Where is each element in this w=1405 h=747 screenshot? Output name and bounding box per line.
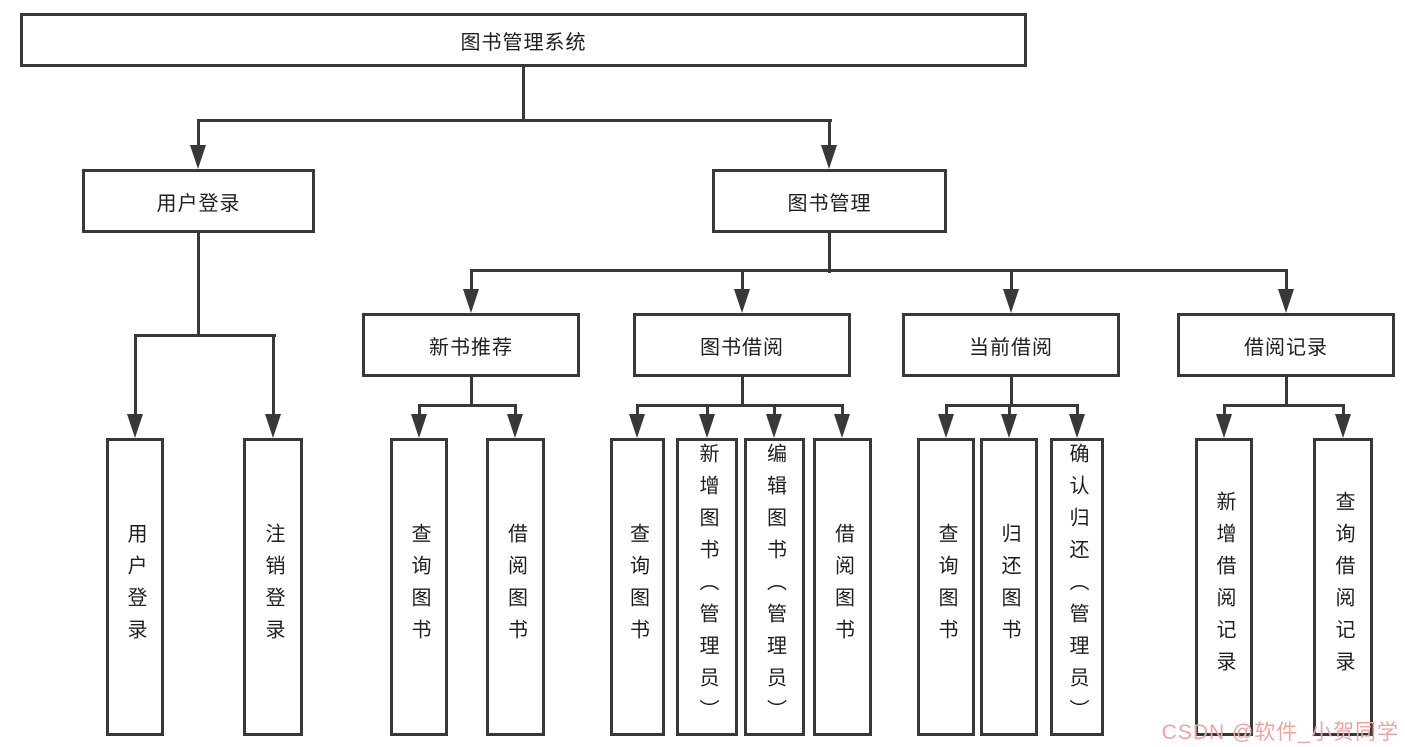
connector-borrow-stem [741,377,744,407]
arrowhead-down-icon [1001,414,1017,438]
connector-level2-rail [197,119,832,122]
connector-current-rail [945,404,1079,407]
leaf-newbook-query: 查询图书 [390,438,448,736]
connector-level3-rail [470,269,1288,272]
leaf-user-login: 用户登录 [106,438,164,736]
connector-drop-book-management [828,119,831,149]
connector-drop-leaf [514,404,517,418]
node-current-borrow-label: 当前借阅 [969,336,1053,359]
node-current-borrow: 当前借阅 [902,313,1120,377]
connector-drop-leaf [1223,404,1226,418]
leaf-borrow-edit-label: 编辑图书（管理员） [763,443,786,731]
node-book-management-label: 图书管理 [787,192,872,215]
arrowhead-down-icon [629,414,645,438]
csdn-watermark: CSDN @软件_小贺同学 [1161,721,1399,744]
arrowhead-down-icon [834,414,850,438]
leaf-newbook-query-label: 查询图书 [408,523,430,651]
connector-drop-records [1285,269,1288,297]
connector-drop-leaf [1076,404,1079,418]
arrowhead-down-icon [507,414,523,438]
node-new-book-rec-label: 新书推荐 [429,336,513,359]
connector-user-login-stem [197,233,200,335]
connector-drop-new-book [470,269,473,297]
leaf-borrow-query-label: 查询图书 [626,523,649,651]
leaf-borrow-borrow-label: 借阅图书 [831,523,854,651]
connector-book-management-stem [828,233,831,273]
arrowhead-down-icon [1216,414,1232,438]
arrowhead-down-icon [127,414,143,438]
arrowhead-down-icon [734,289,750,313]
connector-current-stem [1010,377,1013,407]
node-book-borrow: 图书借阅 [633,313,851,377]
leaf-current-confirm: 确认归还（管理员） [1050,438,1104,736]
connector-records-stem [1285,377,1288,407]
connector-new-book-stem [470,377,473,407]
arrowhead-down-icon [938,414,954,438]
node-root: 图书管理系统 [20,13,1027,67]
connector-user-login-rail [134,334,276,337]
leaf-logout-label: 注销登录 [262,523,284,651]
leaf-borrow-query: 查询图书 [610,438,665,736]
leaf-records-add-label: 新增借阅记录 [1213,491,1235,683]
connector-drop-leaf [1008,404,1011,418]
connector-drop-current [1010,269,1013,297]
connector-drop-borrow [741,269,744,297]
connector-drop-leaf [636,404,639,418]
connector-new-book-rail [418,404,517,407]
node-book-management: 图书管理 [712,169,947,233]
connector-drop-leaf [773,404,776,418]
leaf-user-login-label: 用户登录 [124,523,146,651]
leaf-current-confirm-label: 确认归还（管理员） [1066,443,1088,731]
arrowhead-down-icon [766,414,782,438]
leaf-borrow-edit: 编辑图书（管理员） [744,438,805,736]
arrowhead-down-icon [1003,289,1019,313]
arrowhead-down-icon [699,414,715,438]
node-new-book-rec: 新书推荐 [362,313,580,377]
leaf-newbook-borrow: 借阅图书 [486,438,545,736]
leaf-newbook-borrow-label: 借阅图书 [504,523,527,651]
connector-drop-logout-leaf [272,334,275,418]
connector-drop-leaf [418,404,421,418]
leaf-current-return: 归还图书 [980,438,1038,736]
arrowhead-down-icon [1335,414,1351,438]
arrowhead-down-icon [1278,289,1294,313]
connector-drop-leaf [1342,404,1345,418]
node-borrow-records-label: 借阅记录 [1244,336,1328,359]
node-user-login-label: 用户登录 [156,192,241,215]
leaf-current-return-label: 归还图书 [998,523,1020,651]
connector-drop-leaf [841,404,844,418]
leaf-records-query-label: 查询借阅记录 [1332,491,1354,683]
arrowhead-down-icon [821,145,837,169]
connector-root-stem [522,67,525,120]
arrowhead-down-icon [463,289,479,313]
connector-records-rail [1223,404,1345,407]
leaf-borrow-add-label: 新增图书（管理员） [696,443,718,731]
arrowhead-down-icon [265,414,281,438]
arrowhead-down-icon [1069,414,1085,438]
connector-drop-leaf [706,404,709,418]
leaf-borrow-borrow: 借阅图书 [813,438,872,736]
connector-drop-login-leaf [134,334,137,418]
leaf-current-query: 查询图书 [917,438,975,736]
node-user-login: 用户登录 [82,169,315,233]
leaf-current-query-label: 查询图书 [935,523,957,651]
leaf-logout: 注销登录 [243,438,303,736]
node-book-borrow-label: 图书借阅 [700,336,784,359]
connector-borrow-rail [636,404,844,407]
leaf-borrow-add: 新增图书（管理员） [676,438,738,736]
node-root-label: 图书管理系统 [460,31,587,54]
arrowhead-down-icon [411,414,427,438]
leaf-records-add: 新增借阅记录 [1195,438,1253,736]
connector-drop-leaf [945,404,948,418]
arrowhead-down-icon [190,145,206,169]
node-borrow-records: 借阅记录 [1177,313,1395,377]
connector-drop-user-login [197,119,200,149]
leaf-records-query: 查询借阅记录 [1313,438,1373,736]
